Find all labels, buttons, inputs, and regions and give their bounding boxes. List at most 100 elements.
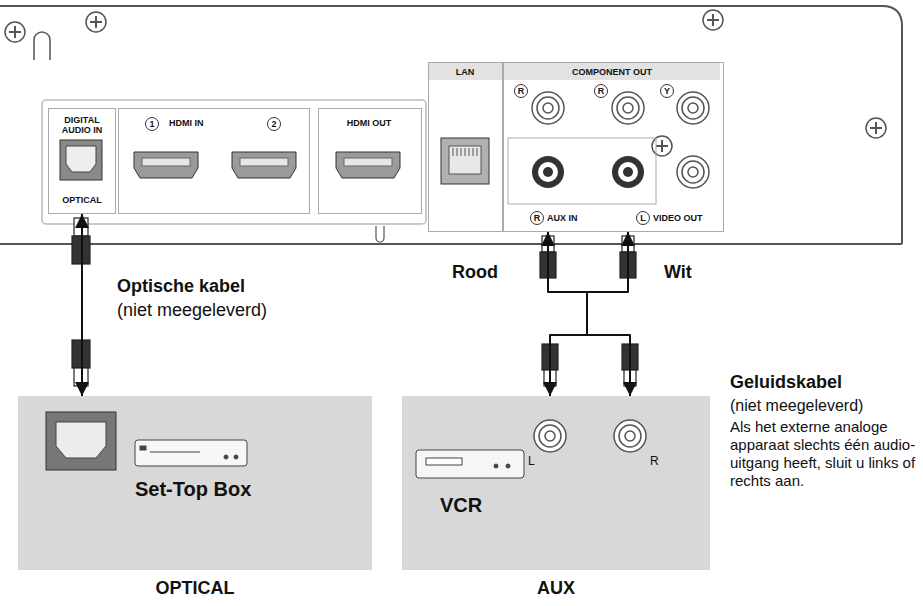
port-label: VCR (440, 494, 482, 517)
illustration-part (532, 156, 564, 188)
illustration-part (5, 22, 25, 42)
illustration-part (539, 425, 561, 447)
header-band (428, 62, 720, 80)
illustration-part (538, 162, 558, 182)
wire-color-label: Wit (664, 262, 692, 284)
illustration-part (866, 118, 886, 138)
port-label: AUX IN (547, 213, 578, 223)
illustration-part (66, 146, 96, 172)
illustration-part (46, 412, 116, 470)
illustration-part (537, 97, 559, 119)
illustration-part (0, 6, 902, 244)
lan-jack (441, 138, 489, 184)
cable-line (548, 232, 587, 396)
jack-label: R (650, 454, 659, 468)
illustration-part (688, 103, 698, 113)
rca-jack-video (677, 156, 709, 188)
illustration-part (625, 431, 635, 441)
port-label: Set-Top Box (135, 478, 251, 501)
aux-frame (508, 138, 656, 204)
illustration-part (240, 158, 288, 166)
illustration-part (494, 464, 498, 468)
cable-label: Optische kabel (117, 276, 245, 298)
hdmi-port-inner (142, 158, 392, 166)
rca-jack-aux (532, 156, 644, 188)
rca-plug (540, 236, 638, 386)
illustration-part (86, 12, 106, 32)
illustration-part (617, 97, 639, 119)
illustration-part (441, 138, 489, 184)
illustration-part (142, 158, 190, 166)
device-housing (0, 6, 902, 244)
illustration-part (150, 452, 200, 453)
illustration-part (534, 420, 566, 452)
port-label: VIDEO OUT (653, 213, 703, 223)
port-label: LAN (429, 67, 501, 77)
illustration-part (34, 32, 50, 60)
port-label: HDMI OUT (319, 118, 419, 128)
jack-label: L (528, 454, 535, 468)
illustration-part (532, 92, 564, 124)
illustration-part (135, 440, 247, 466)
cable-note: (niet meegeleverd) (730, 396, 863, 415)
illustration-part (703, 10, 723, 30)
rca-jack-top (532, 92, 709, 124)
set-top-optical-port (46, 412, 116, 470)
port-section: DIGITAL AUDIO IN OPTICAL (48, 108, 116, 214)
illustration-part (618, 162, 638, 182)
illustration-part (449, 146, 481, 174)
illustration-part (677, 92, 709, 124)
jack-label: R (530, 211, 544, 225)
port-section: 1HDMI IN2 (118, 108, 310, 214)
device-panel: Set-Top BoxOPTICAL (18, 396, 372, 570)
cable-connector (82, 214, 83, 396)
illustration-part (140, 446, 146, 450)
callout-number: 2 (267, 117, 281, 131)
illustration-part (543, 103, 553, 113)
illustration-part (612, 92, 644, 124)
illustration-part (545, 431, 555, 441)
illustration-part (623, 167, 633, 177)
illustration-part (0, 243, 902, 245)
illustration-part (543, 167, 553, 177)
illustration-part (344, 158, 392, 166)
cable-label: Geluidskabel (730, 372, 842, 394)
illustration-part (506, 464, 510, 468)
jack-label: L (636, 211, 650, 225)
set-top-box-symbol (135, 440, 247, 466)
illustration-part (134, 152, 198, 178)
illustration-part (614, 420, 646, 452)
illustration-part (416, 450, 524, 478)
illustration-part (376, 226, 384, 242)
jack-label: R (514, 84, 528, 98)
illustration-part (453, 148, 477, 156)
vcr-symbol (416, 450, 524, 478)
illustration-part (60, 140, 102, 180)
cable-line (81, 214, 83, 396)
illustration-part (612, 156, 644, 188)
hdmi-port (134, 152, 400, 178)
panel-heading: AUX (402, 578, 710, 599)
port-label: HDMI IN (169, 118, 204, 128)
illustration-part (688, 167, 698, 177)
optical-port (60, 140, 102, 180)
cable-note: (niet meegeleverd) (117, 300, 267, 322)
wire-color-label: Rood (452, 262, 498, 284)
port-label: DIGITAL AUDIO IN (51, 115, 113, 136)
jack-label: Y (660, 84, 674, 98)
jack-label: R (594, 84, 608, 98)
illustration-part (677, 156, 709, 188)
illustration-part (234, 455, 238, 459)
illustration-part (232, 152, 296, 178)
port-label: OPTICAL (51, 195, 113, 205)
illustration-part (56, 422, 106, 458)
port-section: LAN (428, 62, 504, 232)
panel-heading: OPTICAL (18, 578, 372, 599)
port-section: HDMI OUT (318, 108, 422, 214)
illustration-part (623, 103, 633, 113)
device-panel: VCRAUX (402, 396, 710, 570)
vcr-jack (534, 420, 646, 452)
illustration-part (619, 425, 641, 447)
illustration-part (682, 161, 704, 183)
